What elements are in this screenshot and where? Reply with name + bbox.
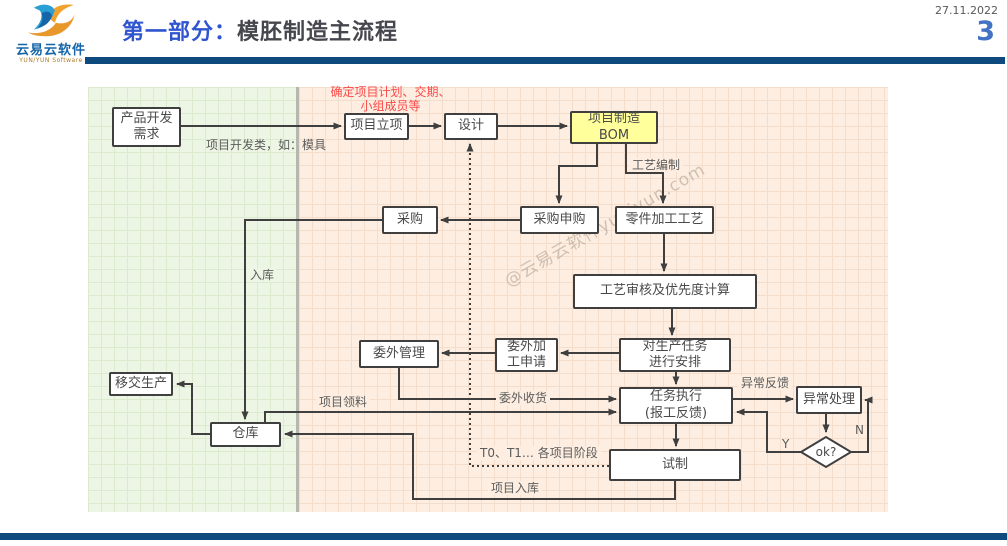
- node-purchase-request: 采购申购: [520, 206, 599, 234]
- node-task-exec: 任务执行 (报工反馈): [619, 387, 733, 424]
- node-trial: 试制: [609, 449, 741, 481]
- node-outsource-request: 委外加 工申请: [495, 338, 558, 372]
- page-number: 3: [976, 16, 995, 47]
- label-plan-note: 确定项目计划、交期、 小组成员等: [330, 85, 451, 114]
- label-trial-stages: T0、T1… 各项目阶段: [477, 446, 601, 461]
- node-project-bom: 项目制造 BOM: [570, 111, 658, 144]
- label-project-inbound: 项目入库: [488, 481, 543, 496]
- node-project-approval: 项目立项: [344, 113, 409, 140]
- label-no: N: [855, 423, 864, 437]
- node-product-demand: 产品开发 需求: [112, 107, 181, 147]
- node-task-arrange: 对生产任务 进行安排: [619, 338, 731, 372]
- label-material-pick: 项目领料: [316, 395, 371, 410]
- label-process-compile: 工艺编制: [629, 158, 684, 173]
- node-ok-decision-label: ok?: [815, 445, 837, 459]
- label-inbound: 入库: [247, 268, 278, 283]
- node-handover: 移交生产: [109, 372, 173, 396]
- node-warehouse: 仓库: [210, 422, 281, 447]
- page-title-prefix: 第一部分：: [122, 20, 238, 45]
- bottom-bar: [0, 533, 1007, 540]
- page-title-main: 模胚制造主流程: [237, 20, 399, 45]
- node-process-review: 工艺审核及优先度计算: [573, 274, 757, 309]
- node-purchase: 采购: [382, 206, 438, 234]
- label-dev-type: 项目开发类，如：模具: [206, 138, 327, 152]
- node-design: 设计: [444, 113, 498, 140]
- logo-icon: [28, 4, 75, 37]
- logo-subtitle: YUN/YUN Software: [19, 57, 83, 64]
- company-logo: 云易云软件 YUN/YUN Software: [8, 2, 94, 65]
- title-underline-bar: [85, 57, 1005, 64]
- page-title: 第一部分：模胚制造主流程: [122, 14, 398, 46]
- logo-name: 云易云软件: [15, 43, 86, 58]
- slide-date: 27.11.2022: [935, 4, 998, 17]
- label-yes: Y: [782, 437, 790, 451]
- node-outsource-mgmt: 委外管理: [359, 340, 439, 368]
- node-exception: 异常处理: [796, 386, 862, 414]
- node-part-process: 零件加工工艺: [615, 206, 714, 234]
- label-outsource-receive: 委外收货: [496, 391, 551, 406]
- label-exception-feedback: 异常反馈: [738, 376, 793, 391]
